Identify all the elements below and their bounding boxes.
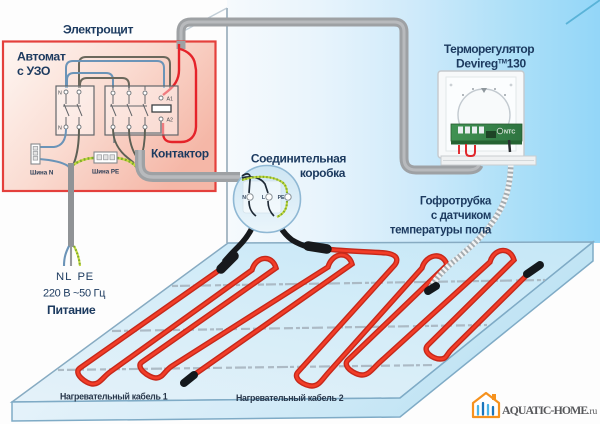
svg-text:220 В ~50 Гц: 220 В ~50 Гц	[43, 288, 106, 300]
svg-text:DeviregTM130: DeviregTM130	[456, 57, 526, 71]
svg-text:L: L	[262, 195, 266, 201]
svg-text:Контактор: Контактор	[151, 147, 209, 161]
svg-text:A2: A2	[167, 118, 174, 124]
svg-text:Нагревательный кабель 1: Нагревательный кабель 1	[60, 392, 168, 402]
svg-text:NTC: NTC	[504, 130, 515, 136]
svg-text:коробка: коробка	[300, 166, 346, 180]
svg-text:PE: PE	[278, 195, 285, 201]
svg-text:с УЗО: с УЗО	[17, 64, 51, 78]
svg-text:Питание: Питание	[47, 303, 96, 317]
svg-text:.ru: .ru	[587, 407, 598, 417]
svg-text:Терморегулятор: Терморегулятор	[444, 42, 534, 56]
svg-text:Нагревательный кабель 2: Нагревательный кабель 2	[236, 393, 344, 403]
svg-text:A1: A1	[167, 97, 174, 103]
svg-text:с датчиком: с датчиком	[431, 210, 491, 222]
svg-text:AQUATIC-HOME: AQUATIC-HOME	[502, 403, 588, 417]
svg-text:NL: NL	[56, 271, 72, 283]
svg-text:N: N	[58, 91, 62, 97]
svg-text:PE: PE	[78, 271, 94, 283]
svg-text:Электрощит: Электрощит	[63, 23, 133, 37]
svg-text:Гофротрубка: Гофротрубка	[420, 196, 492, 208]
svg-text:Автомат: Автомат	[17, 50, 66, 64]
svg-text:Соединительная: Соединительная	[251, 152, 347, 166]
svg-text:N: N	[242, 195, 246, 201]
svg-text:Шина N: Шина N	[30, 170, 54, 177]
svg-text:температуры пола: температуры пола	[390, 225, 492, 237]
svg-text:N: N	[58, 126, 62, 132]
svg-text:Шина PE: Шина PE	[92, 169, 119, 176]
